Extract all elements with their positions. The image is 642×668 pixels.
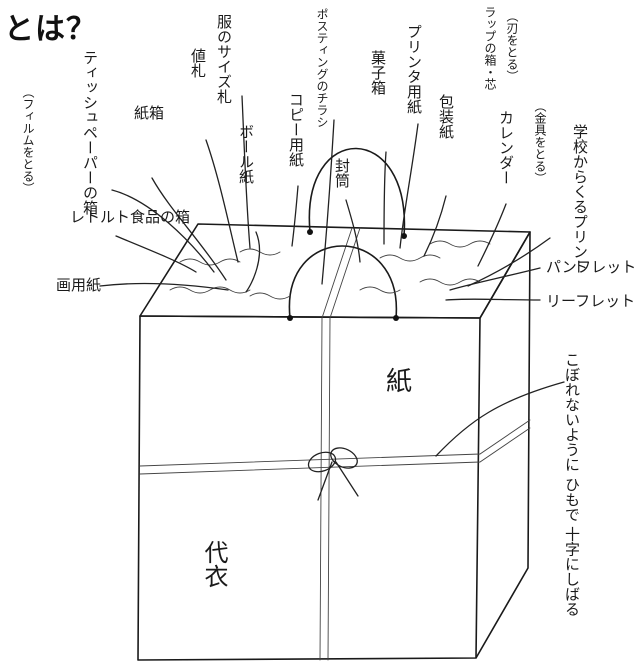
label-sweets-box: 菓子箱	[369, 50, 387, 95]
bag-side-face	[475, 231, 531, 659]
string-vertical	[319, 317, 323, 661]
page-heading: とは？	[4, 12, 97, 47]
label-pamphlet: パンフレット	[546, 258, 636, 276]
bag-front-face	[137, 315, 481, 661]
label-core-note: （刃をとる）	[505, 10, 519, 82]
front-label-paper: 紙	[386, 367, 412, 397]
paper-bag	[137, 223, 531, 661]
label-wrap-core: ラップの箱・芯	[483, 6, 497, 90]
label-wrapping-paper: 包装紙	[437, 94, 455, 140]
label-printer-paper: プリンタ用紙	[405, 24, 423, 115]
leader-lines	[99, 95, 565, 457]
label-drawing-paper: 画用紙	[56, 276, 101, 294]
handle-front	[288, 245, 397, 319]
label-film-note: （フィルムをとる）	[21, 86, 35, 194]
label-paper-box: 紙箱	[134, 104, 164, 122]
string-horizontal	[139, 419, 531, 467]
label-tie-note: こぼれないように ひもで 十字にしばる	[563, 352, 581, 617]
label-poster-flyer: ポスティングのチラシ	[315, 8, 329, 128]
label-tag: 値札	[189, 48, 207, 78]
label-metal-note: （金具をとる）	[533, 100, 547, 184]
label-tissue-box: ティッシュペーパーの箱	[81, 50, 99, 215]
label-calendar: カレンダー	[497, 110, 515, 185]
label-cardboard: ボール紙	[237, 124, 255, 185]
front-label-daii: 代衣	[200, 540, 228, 588]
label-copy-paper: コピー用紙	[287, 92, 305, 168]
label-clothes-tag: 服のサイズ札	[215, 14, 233, 104]
handle-back	[308, 147, 406, 237]
label-retort-box: レトルト食品の箱	[70, 208, 190, 226]
label-leaflet: リーフレット	[546, 292, 635, 310]
paper-contents-scribble	[169, 240, 491, 300]
label-envelope: 封筒	[333, 158, 351, 189]
label-school-print: 学校からくるプリント	[571, 124, 589, 274]
bow-knot	[307, 447, 359, 501]
